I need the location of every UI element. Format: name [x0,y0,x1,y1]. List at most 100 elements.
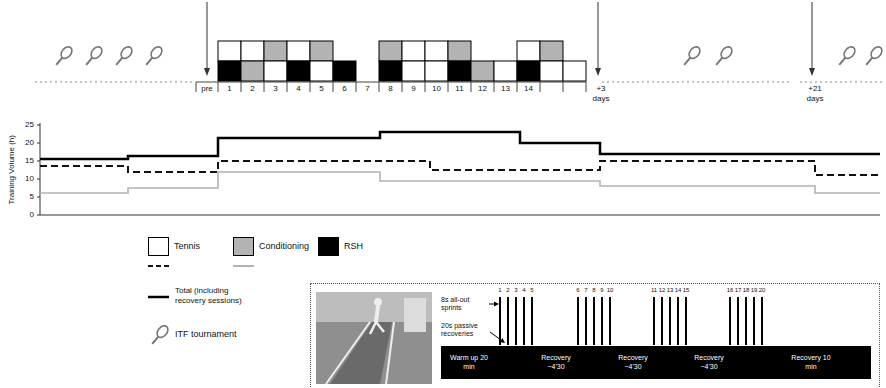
sprint-bar [577,297,579,345]
session-square [310,61,333,81]
day-number: 14 [519,84,539,94]
arrow-head [204,68,210,76]
sprint-bar [507,297,509,345]
runner-head [374,298,382,306]
day-tick [241,82,242,92]
photo-window [404,298,426,332]
y-tick [37,161,40,162]
session-square [402,41,425,61]
day-number: 13 [496,84,516,94]
session-square [264,61,287,81]
session-square [241,41,264,61]
session-square [517,41,540,61]
racket-icon [836,45,857,68]
session-square [494,61,517,81]
day-number: 6 [335,84,355,94]
y-tick [37,125,40,126]
session-square [333,61,356,81]
phase-label: pre [195,84,219,94]
leader-arrow [490,332,501,340]
day-tick [310,82,311,92]
legend-line-sample [233,265,254,267]
timeline-dotted [602,82,792,83]
session-square [540,41,563,61]
session-square [402,61,425,81]
timeline-dotted [35,82,195,83]
sprint-number: 14 [672,287,684,294]
legend-swatch [318,237,339,256]
treadmill-rail [386,322,394,384]
sprint-number: 15 [680,287,692,294]
racket-icon [53,45,74,68]
legend-label: Conditioning [259,241,317,252]
day-number: 7 [358,84,378,94]
timeline-axis [196,82,586,83]
day-tick [517,82,518,92]
day-tick [586,82,587,92]
session-square [310,41,333,61]
tick-label: 15 [12,156,34,166]
tick-label: 25 [12,120,34,130]
phase-text: Recovery ~4'30 [538,354,574,371]
sprint-bar [515,297,517,345]
day-tick [333,82,334,92]
followup-label: +21 days [803,84,827,103]
legend-label: Tennis [174,241,230,252]
day-tick [287,82,288,92]
y-tick [37,197,40,198]
arrow-head [595,68,601,76]
day-number: 1 [220,84,240,94]
racket-icon [681,45,702,68]
sprint-number: 12 [656,287,668,294]
sprint-bar [753,297,755,345]
session-square [448,61,471,81]
y-tick [37,215,40,216]
y-axis [40,123,41,215]
sprint-number: 18 [740,287,752,294]
total-line [40,132,880,159]
phase-text: Recovery ~4'30 [691,354,727,371]
sprint-number: 8 [588,287,600,294]
phase-text: Recovery ~4'30 [615,354,651,371]
tick-label: 10 [12,174,34,184]
x-axis [40,215,880,216]
sprint-number: 2 [502,287,514,294]
racket-icon [863,45,884,68]
photo [316,292,432,384]
sprint-bar [745,297,747,345]
sprint-number: 7 [580,287,592,294]
day-number: 9 [404,84,424,94]
session-square [287,41,310,61]
sprint-bar [653,297,655,345]
sprint-bar [585,297,587,345]
protocol-bar: Warm up 20 min Recovery ~4'30 Recovery ~4'… [441,346,871,379]
phase-text: Warm up 20 min [449,354,489,371]
day-number: 2 [243,84,263,94]
sprint-bar [593,297,595,345]
session-square [563,61,586,81]
sprint-bar [669,297,671,345]
day-tick [379,82,380,92]
day-tick [563,82,564,92]
arrow-head [809,68,815,76]
test-arrow [812,2,813,70]
y-tick [37,143,40,144]
session-square [471,61,494,81]
session-square [241,61,264,81]
session-grid [218,41,586,81]
sprint-bar [661,297,663,345]
sprint-number: 13 [664,287,676,294]
day-tick [218,82,219,92]
test-arrow [207,2,208,70]
y-tick [37,179,40,180]
treadmill-belt [330,322,392,384]
session-square [287,61,310,81]
sprint-bar [499,297,501,345]
day-number: 5 [312,84,332,94]
session-square [379,41,402,61]
arrow-head [494,302,499,307]
session-square [425,41,448,61]
sprint-bar [761,297,763,345]
